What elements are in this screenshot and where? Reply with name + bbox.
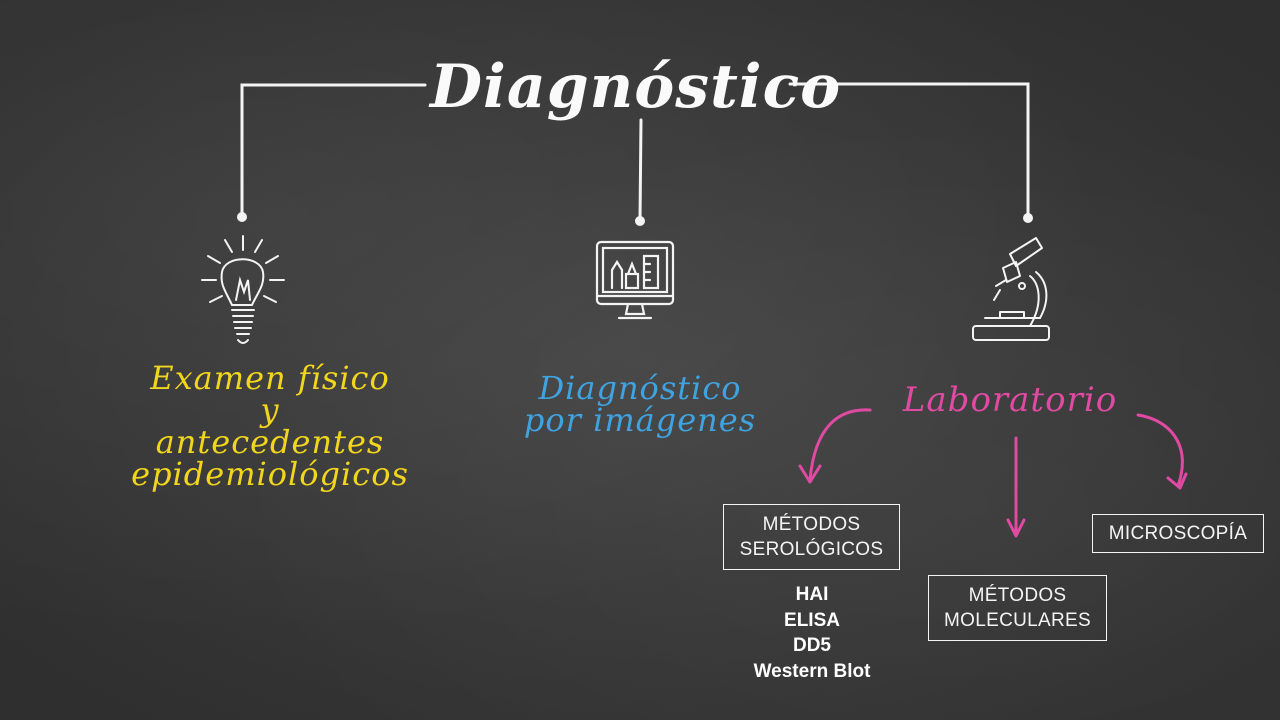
test-item: ELISA [784,609,840,631]
microscopia-box: MICROSCOPÍA [1092,514,1264,553]
connector-dot-left [237,212,247,222]
lab-arrows [798,408,1188,538]
serologicos-line1: MÉTODOS [762,514,861,535]
connector-left [240,83,427,219]
branch-images-label: Diagnóstico por imágenes [490,372,790,436]
connector-dot-right [1023,213,1033,223]
moleculares-line2: MOLECULARES [944,610,1091,631]
branch-images-line: por imágenes [523,401,757,439]
page-title: Diagnóstico [430,52,842,122]
branch-exam-line: antecedentes [155,423,385,461]
test-item: Western Blot [753,660,871,682]
branch-exam-label: Examen físico y antecedentes epidemiológ… [120,362,420,490]
branch-exam-line: y [260,391,280,429]
test-item: DD5 [792,635,831,656]
microscope-icon [972,237,1050,341]
serologicos-box: MÉTODOS SEROLÓGICOS [723,504,900,570]
monitor-icon [595,240,675,320]
branch-images-line: Diagnóstico [538,369,742,407]
connector-center [638,118,643,222]
serologicos-line2: SEROLÓGICOS [739,539,884,560]
serologicos-tests-list: HAI ELISA DD5 Western Blot [712,582,912,684]
lightbulb-icon [201,235,285,344]
moleculares-box: MÉTODOS MOLECULARES [928,575,1107,641]
moleculares-line1: MÉTODOS [968,585,1067,606]
connector-right [788,82,1030,220]
arrow-to-serologicos [808,408,872,482]
branch-lab-label: Laboratorio [902,380,1118,420]
branch-exam-line: Examen físico [150,359,390,397]
branch-exam-line: epidemiológicos [131,455,409,493]
connector-dot-center [635,216,645,226]
arrow-to-microscopia [1136,413,1184,488]
test-item: HAI [795,584,829,605]
